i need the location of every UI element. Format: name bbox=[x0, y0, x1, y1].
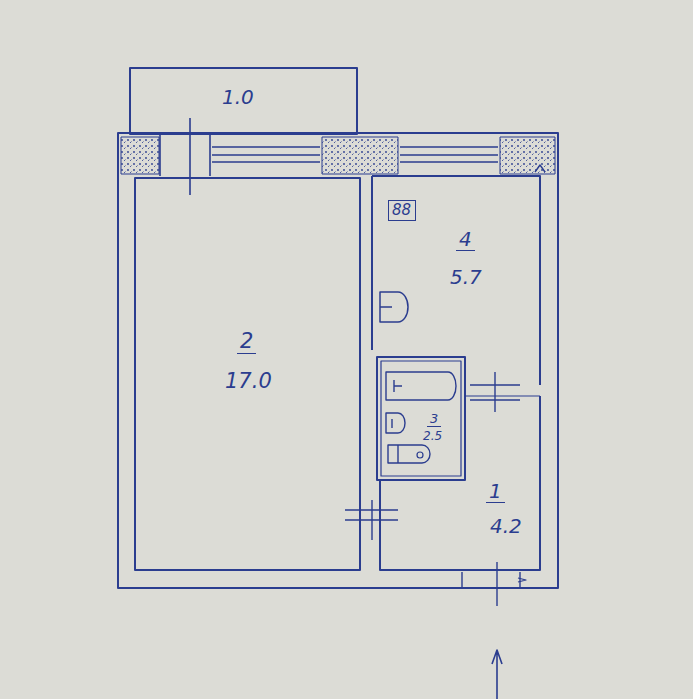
door-mark bbox=[470, 372, 520, 412]
hall-wall bbox=[380, 396, 540, 570]
wall-block bbox=[121, 137, 159, 174]
bathtub-symbol bbox=[386, 372, 456, 400]
room-number: 3 bbox=[427, 412, 441, 427]
window bbox=[212, 147, 320, 162]
balcony-outline bbox=[130, 68, 357, 134]
window bbox=[400, 147, 498, 162]
room-number: 1 bbox=[486, 480, 505, 503]
room-code-box: 88 bbox=[388, 200, 416, 221]
toilet-symbol bbox=[388, 445, 430, 463]
wall-block bbox=[500, 137, 555, 174]
room-outline bbox=[135, 178, 360, 570]
entrance-arrow bbox=[492, 650, 502, 699]
kitchen-wall bbox=[372, 176, 540, 385]
room-label: 88 bbox=[392, 202, 411, 219]
outer-wall bbox=[118, 133, 558, 588]
bath-outline bbox=[381, 361, 461, 476]
hall-wall bbox=[465, 395, 540, 396]
room-number: 2 bbox=[237, 330, 256, 354]
door-mark bbox=[345, 500, 398, 540]
toilet-symbol bbox=[417, 452, 423, 458]
balcony-door bbox=[160, 118, 210, 195]
room-label: 4.2 bbox=[490, 515, 522, 537]
entrance-door bbox=[462, 562, 520, 606]
room-area: 1.0 bbox=[130, 70, 357, 132]
room-number: 4 bbox=[456, 228, 475, 251]
room-label: 5.7 bbox=[450, 266, 482, 288]
wall-block bbox=[322, 137, 398, 174]
room-area: 217.0 bbox=[137, 180, 358, 568]
room-label: 17.0 bbox=[225, 370, 272, 393]
bath-outline bbox=[377, 357, 465, 480]
room-label: 2.5 bbox=[423, 430, 442, 443]
room-area: 14.2 bbox=[468, 400, 538, 568]
sink-symbol bbox=[386, 413, 405, 433]
room-area: 32.5 bbox=[383, 362, 461, 474]
room-area: 4 5.7 88 bbox=[374, 178, 538, 348]
stove-symbol bbox=[380, 292, 408, 322]
wall-tick bbox=[535, 165, 545, 172]
door-tick bbox=[518, 578, 526, 582]
room-label: 1.0 bbox=[222, 86, 254, 108]
